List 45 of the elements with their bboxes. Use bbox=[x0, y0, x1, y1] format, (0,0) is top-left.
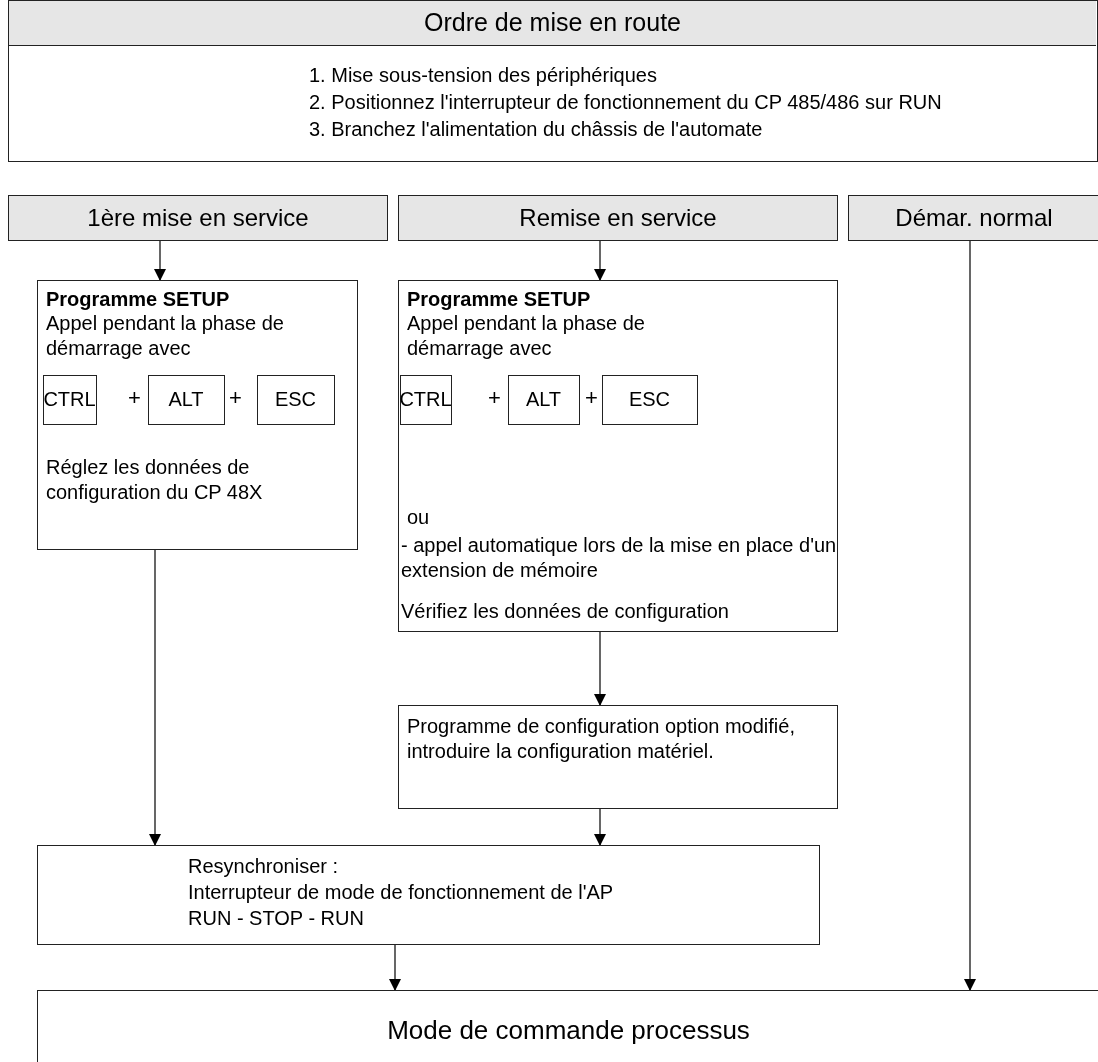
body-text: - appel automatique lors de la mise en place d'un extension de mémoire bbox=[401, 533, 838, 583]
process-box bbox=[8, 0, 1098, 162]
process-box bbox=[8, 195, 388, 241]
arrow bbox=[594, 808, 606, 846]
plus-sign: + bbox=[585, 385, 598, 411]
keyboard-key: CTRL bbox=[42, 374, 97, 425]
arrow bbox=[964, 240, 976, 991]
body-text: 1. Mise sous-tension des périphériques bbox=[309, 63, 658, 88]
body-text: ou bbox=[407, 505, 431, 530]
arrow bbox=[594, 631, 606, 706]
box-heading: Ordre de mise en route bbox=[9, 1, 1096, 46]
body-text: Programme de configuration option modifié, introduire la configuration matériel. bbox=[407, 714, 796, 764]
arrow bbox=[594, 240, 606, 281]
process-box bbox=[398, 705, 838, 809]
box-label: Remise en service bbox=[518, 204, 718, 232]
arrow bbox=[389, 944, 401, 991]
arrow bbox=[154, 240, 166, 281]
arrow bbox=[149, 549, 161, 846]
body-text: 2. Positionnez l'interrupteur de fonctionnement du CP 485/486 sur RUN bbox=[309, 90, 943, 115]
process-box bbox=[37, 990, 1098, 1062]
box-label: 1ère mise en service bbox=[86, 204, 310, 232]
plus-sign: + bbox=[229, 385, 242, 411]
keyboard-key: ALT bbox=[507, 374, 580, 425]
body-text: Appel pendant la phase de démarrage avec bbox=[46, 311, 285, 361]
process-box bbox=[398, 195, 838, 241]
body-text: Resynchroniser : bbox=[188, 854, 340, 879]
heading-text: Programme SETUP bbox=[407, 287, 592, 312]
plus-sign: + bbox=[488, 385, 501, 411]
process-box bbox=[37, 845, 820, 945]
keyboard-key: ALT bbox=[147, 374, 225, 425]
body-text: Interrupteur de mode de fonctionnement de l'AP bbox=[188, 880, 615, 905]
heading-text: Programme SETUP bbox=[46, 287, 231, 312]
keyboard-key: ESC bbox=[256, 374, 335, 425]
process-box bbox=[398, 280, 838, 632]
process-box bbox=[848, 195, 1098, 241]
body-text: Appel pendant la phase de démarrage avec bbox=[407, 311, 646, 361]
keyboard-key: ESC bbox=[601, 374, 698, 425]
body-text: Vérifiez les données de configuration bbox=[401, 599, 730, 624]
body-text: RUN - STOP - RUN bbox=[188, 906, 365, 931]
plus-sign: + bbox=[128, 385, 141, 411]
box-label: Mode de commande processus bbox=[386, 1014, 751, 1046]
process-box bbox=[37, 280, 358, 550]
box-label: Démar. normal bbox=[894, 204, 1054, 232]
body-text: 3. Branchez l'alimentation du châssis de l'automate bbox=[309, 117, 764, 142]
body-text: Réglez les données de configuration du CP 48X bbox=[46, 455, 264, 505]
